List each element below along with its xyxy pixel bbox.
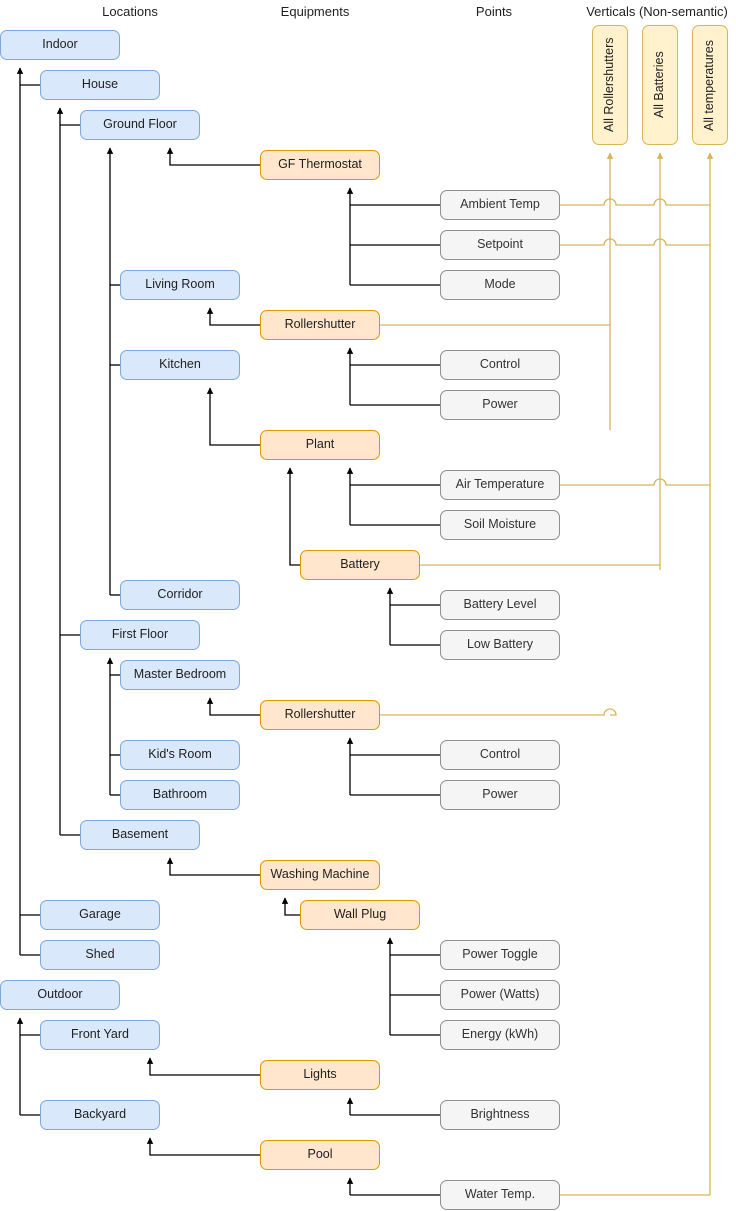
location-node-kitchen[interactable]: Kitchen (120, 350, 240, 380)
location-node-indoor[interactable]: Indoor (0, 30, 120, 60)
location-node-backyard[interactable]: Backyard (40, 1100, 160, 1130)
equipment-node-gf-thermostat[interactable]: GF Thermostat (260, 150, 380, 180)
location-node-basement[interactable]: Basement (80, 820, 200, 850)
equipment-node-pool[interactable]: Pool (260, 1140, 380, 1170)
point-node-air-temperature[interactable]: Air Temperature (440, 470, 560, 500)
equipment-node-wall-plug[interactable]: Wall Plug (300, 900, 420, 930)
equipment-node-plant[interactable]: Plant (260, 430, 380, 460)
column-header-equipments: Equipments (280, 4, 350, 19)
point-node-setpoint[interactable]: Setpoint (440, 230, 560, 260)
vertical-node-all-batteries[interactable]: All Batteries (642, 25, 678, 145)
point-node-ambient-temp[interactable]: Ambient Temp (440, 190, 560, 220)
column-header-points: Points (475, 4, 513, 19)
equipment-node-battery[interactable]: Battery (300, 550, 420, 580)
location-node-master-bedroom[interactable]: Master Bedroom (120, 660, 240, 690)
point-node-control-rollershutter-1[interactable]: Control (440, 350, 560, 380)
equipment-node-rollershutter-master-bedroom[interactable]: Rollershutter (260, 700, 380, 730)
location-node-corridor[interactable]: Corridor (120, 580, 240, 610)
point-node-power-rollershutter-1[interactable]: Power (440, 390, 560, 420)
column-header-locations: Locations (102, 4, 158, 19)
point-node-power-watts[interactable]: Power (Watts) (440, 980, 560, 1010)
equipment-node-rollershutter-living-room[interactable]: Rollershutter (260, 310, 380, 340)
location-node-living-room[interactable]: Living Room (120, 270, 240, 300)
vertical-node-all-rollershutters[interactable]: All Rollershutters (592, 25, 628, 145)
point-node-low-battery[interactable]: Low Battery (440, 630, 560, 660)
location-node-ground-floor[interactable]: Ground Floor (80, 110, 200, 140)
location-node-front-yard[interactable]: Front Yard (40, 1020, 160, 1050)
point-node-battery-level[interactable]: Battery Level (440, 590, 560, 620)
location-node-first-floor[interactable]: First Floor (80, 620, 200, 650)
point-node-energy-kwh[interactable]: Energy (kWh) (440, 1020, 560, 1050)
vertical-node-all-temperatures[interactable]: All temperatures (692, 25, 728, 145)
location-node-garage[interactable]: Garage (40, 900, 160, 930)
point-node-water-temp[interactable]: Water Temp. (440, 1180, 560, 1210)
point-node-mode[interactable]: Mode (440, 270, 560, 300)
location-node-shed[interactable]: Shed (40, 940, 160, 970)
point-node-brightness[interactable]: Brightness (440, 1100, 560, 1130)
location-node-house[interactable]: House (40, 70, 160, 100)
location-node-kids-room[interactable]: Kid's Room (120, 740, 240, 770)
location-node-bathroom[interactable]: Bathroom (120, 780, 240, 810)
point-node-power-rollershutter-2[interactable]: Power (440, 780, 560, 810)
column-header-verticals: Verticals (Non-semantic) (586, 4, 728, 19)
point-node-control-rollershutter-2[interactable]: Control (440, 740, 560, 770)
equipment-node-lights[interactable]: Lights (260, 1060, 380, 1090)
point-node-power-toggle[interactable]: Power Toggle (440, 940, 560, 970)
equipment-node-washing-machine[interactable]: Washing Machine (260, 860, 380, 890)
point-node-soil-moisture[interactable]: Soil Moisture (440, 510, 560, 540)
location-node-outdoor[interactable]: Outdoor (0, 980, 120, 1010)
